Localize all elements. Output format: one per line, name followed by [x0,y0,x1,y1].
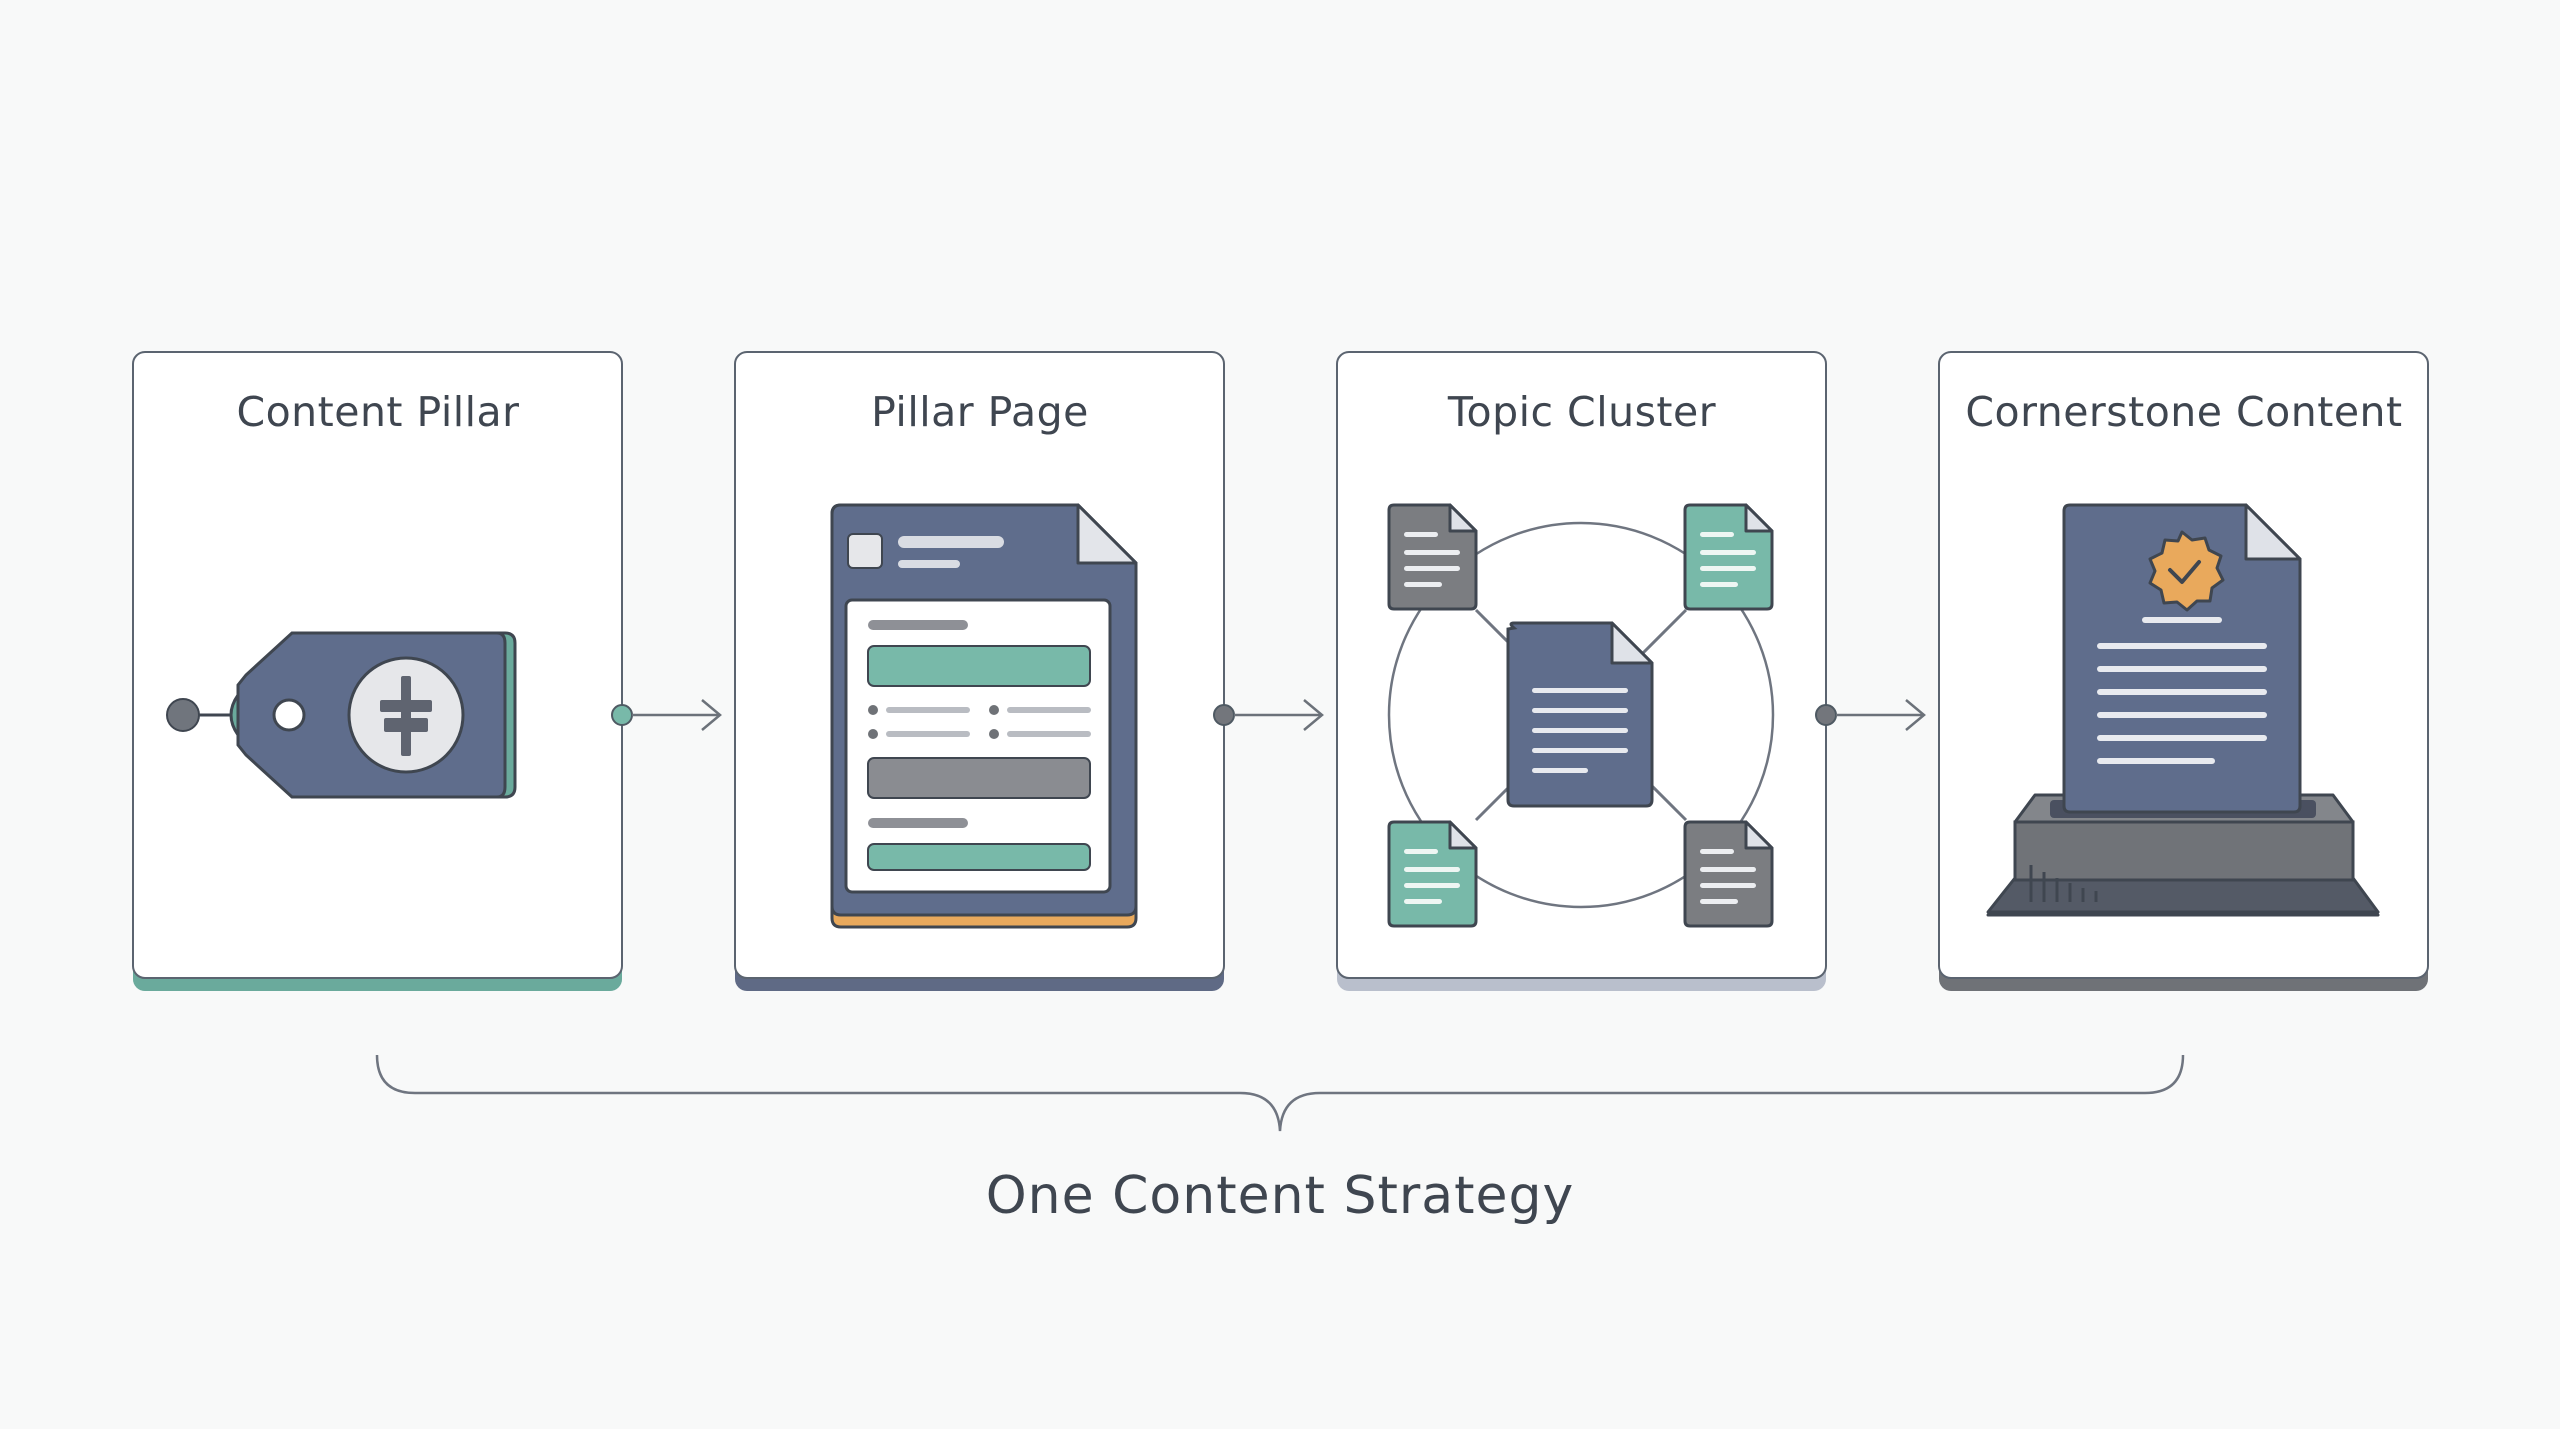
card-title-pillar-page: Pillar Page [871,388,1089,436]
connector-arrow-2 [1213,699,1324,731]
card-title-cornerstone-content: Cornerstone Content [1965,388,2403,436]
cluster-document-icon [1387,503,1478,611]
topic-cluster-icon [1387,503,1775,928]
grouping-bracket [375,1054,2185,1132]
card-title-content-pillar: Content Pillar [236,388,520,436]
document-page-icon [830,503,1138,929]
connector-arrow-1 [611,699,722,731]
price-tag-icon [166,631,517,799]
badge-check-icon [2148,530,2225,612]
card-title-topic-cluster: Topic Cluster [1447,388,1717,436]
cluster-document-icon [1683,820,1774,928]
strategy-caption: One Content Strategy [985,1166,1575,1226]
cluster-document-icon [1683,503,1774,611]
cluster-document-icon [1387,820,1478,928]
connector-arrow-3 [1815,699,1926,731]
center-document-icon [1506,621,1654,808]
cornerstone-document-icon [1986,503,2380,917]
